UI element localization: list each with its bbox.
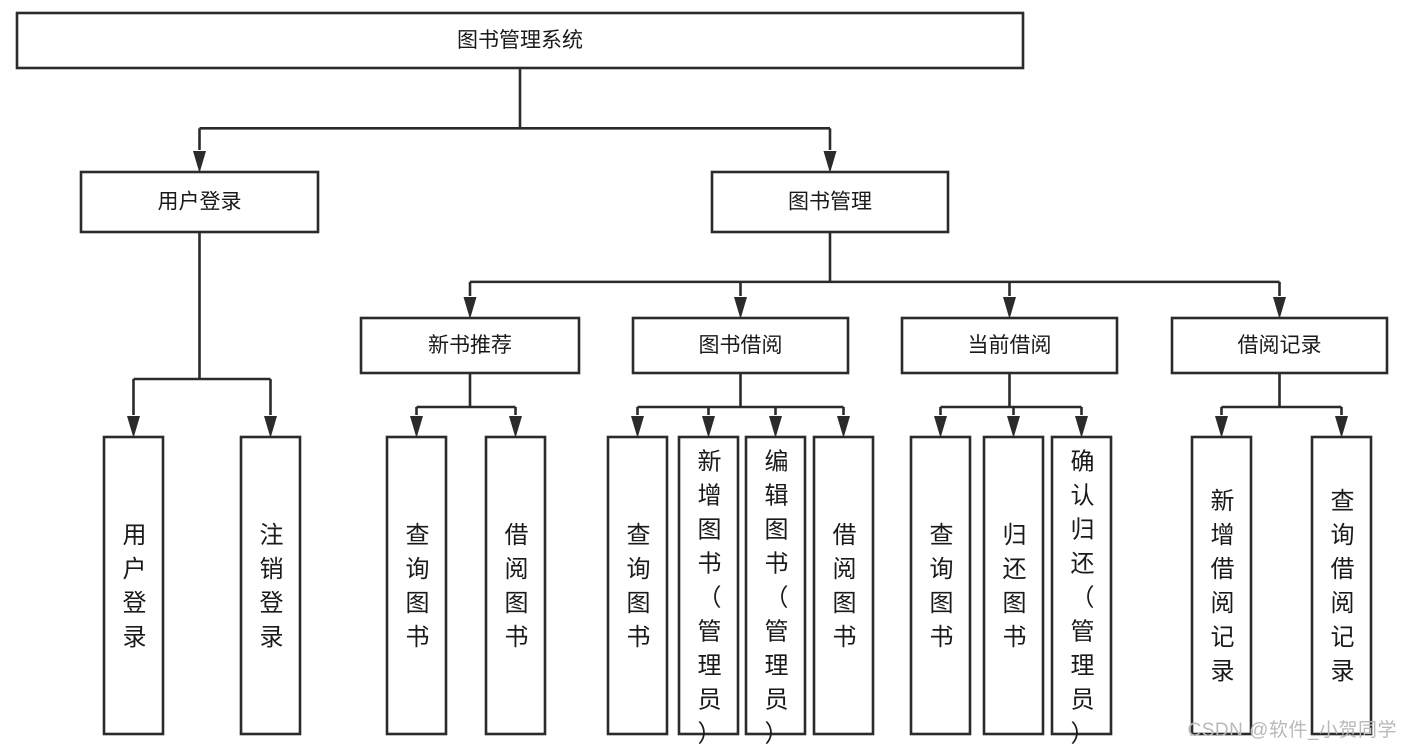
node-box-leaf-return-book bbox=[982, 435, 1045, 736]
arrow-head-icon bbox=[631, 416, 644, 438]
node-label-leaf-edit-book: 编辑图书（管理员） bbox=[765, 448, 789, 747]
node-box-user-login bbox=[79, 170, 320, 234]
node-box-book-manage bbox=[710, 170, 950, 234]
node-box-root bbox=[15, 11, 1025, 70]
edge-group-user-login bbox=[127, 232, 277, 438]
arrow-head-icon bbox=[823, 151, 837, 173]
node-leaf-query-book-3[interactable]: 查询图书 bbox=[909, 435, 972, 736]
edge-layer bbox=[127, 68, 1348, 438]
arrow-head-icon bbox=[264, 416, 277, 438]
node-borrow-record[interactable]: 借阅记录 bbox=[1170, 316, 1389, 375]
arrow-head-icon bbox=[509, 416, 522, 438]
node-label-leaf-query-book-3: 查询图书 bbox=[930, 522, 954, 651]
node-label-new-book-rec: 新书推荐 bbox=[428, 334, 512, 357]
node-leaf-user-logout[interactable]: 注销登录 bbox=[239, 435, 302, 736]
node-box-book-borrow bbox=[631, 316, 850, 375]
node-box-leaf-user-login bbox=[102, 435, 165, 736]
node-box-leaf-borrow-book-2 bbox=[812, 435, 875, 736]
node-leaf-borrow-book-2[interactable]: 借阅图书 bbox=[812, 435, 875, 736]
arrow-head-icon bbox=[837, 416, 850, 438]
node-box-new-book-rec bbox=[359, 316, 581, 375]
node-box-leaf-add-book bbox=[677, 435, 740, 736]
arrow-head-icon bbox=[127, 416, 140, 438]
arrow-head-icon bbox=[463, 297, 477, 319]
node-leaf-add-record[interactable]: 新增借阅记录 bbox=[1190, 435, 1253, 736]
arrow-head-icon bbox=[1003, 297, 1016, 319]
node-box-leaf-borrow-book-1 bbox=[484, 435, 547, 736]
node-label-leaf-borrow-book-2: 借阅图书 bbox=[833, 522, 857, 651]
arrow-head-icon bbox=[410, 416, 423, 438]
node-label-leaf-borrow-book-1: 借阅图书 bbox=[505, 522, 529, 651]
node-label-user-login: 用户登录 bbox=[158, 191, 242, 214]
edge-group-new-book-rec bbox=[410, 373, 522, 438]
node-box-leaf-query-book-3 bbox=[909, 435, 972, 736]
node-box-leaf-query-book-1 bbox=[385, 435, 448, 736]
arrow-head-icon bbox=[1273, 297, 1286, 319]
node-box-leaf-query-record bbox=[1310, 435, 1373, 736]
node-label-book-manage: 图书管理 bbox=[788, 191, 872, 214]
node-box-current-borrow bbox=[900, 316, 1119, 375]
node-user-login[interactable]: 用户登录 bbox=[79, 170, 320, 234]
node-leaf-confirm-return[interactable]: 确认归还（管理员） bbox=[1050, 435, 1113, 747]
node-label-borrow-record: 借阅记录 bbox=[1238, 334, 1322, 357]
edge-group-borrow-record bbox=[1215, 373, 1348, 438]
node-box-leaf-user-logout bbox=[239, 435, 302, 736]
node-root[interactable]: 图书管理系统 bbox=[15, 11, 1025, 70]
node-box-leaf-confirm-return bbox=[1050, 435, 1113, 736]
node-book-manage[interactable]: 图书管理 bbox=[710, 170, 950, 234]
arrow-head-icon bbox=[934, 416, 947, 438]
node-label-leaf-confirm-return: 确认归还（管理员） bbox=[1071, 448, 1095, 747]
node-label-leaf-return-book: 归还图书 bbox=[1003, 522, 1027, 651]
node-layer: 图书管理系统用户登录图书管理新书推荐图书借阅当前借阅借阅记录用户登录注销登录查询… bbox=[15, 11, 1389, 747]
arrow-head-icon bbox=[702, 416, 715, 438]
node-leaf-query-book-2[interactable]: 查询图书 bbox=[606, 435, 669, 736]
node-label-leaf-user-logout: 注销登录 bbox=[260, 522, 284, 651]
node-box-leaf-query-book-2 bbox=[606, 435, 669, 736]
edge-group-root bbox=[193, 68, 837, 173]
node-leaf-edit-book[interactable]: 编辑图书（管理员） bbox=[744, 435, 807, 747]
node-current-borrow[interactable]: 当前借阅 bbox=[900, 316, 1119, 375]
node-label-leaf-add-record: 新增借阅记录 bbox=[1211, 488, 1235, 685]
arrow-head-icon bbox=[1335, 416, 1348, 438]
node-label-leaf-query-record: 查询借阅记录 bbox=[1331, 488, 1355, 685]
node-label-leaf-query-book-2: 查询图书 bbox=[627, 522, 651, 651]
edge-group-book-manage bbox=[463, 232, 1286, 319]
node-label-leaf-user-login: 用户登录 bbox=[123, 522, 147, 651]
node-leaf-user-login[interactable]: 用户登录 bbox=[102, 435, 165, 736]
node-label-current-borrow: 当前借阅 bbox=[968, 334, 1052, 357]
node-label-book-borrow: 图书借阅 bbox=[699, 334, 783, 357]
edge-group-book-borrow bbox=[631, 373, 850, 438]
arrow-head-icon bbox=[734, 297, 747, 319]
arrow-head-icon bbox=[193, 151, 206, 173]
edge-group-current-borrow bbox=[934, 373, 1088, 438]
node-new-book-rec[interactable]: 新书推荐 bbox=[359, 316, 581, 375]
node-label-leaf-add-book: 新增图书（管理员） bbox=[698, 448, 722, 747]
node-box-borrow-record bbox=[1170, 316, 1389, 375]
node-box-leaf-add-record bbox=[1190, 435, 1253, 736]
node-label-leaf-query-book-1: 查询图书 bbox=[406, 522, 430, 651]
node-label-root: 图书管理系统 bbox=[457, 29, 583, 52]
arrow-head-icon bbox=[1215, 416, 1228, 438]
node-leaf-return-book[interactable]: 归还图书 bbox=[982, 435, 1045, 736]
node-book-borrow[interactable]: 图书借阅 bbox=[631, 316, 850, 375]
arrow-head-icon bbox=[769, 416, 782, 438]
arrow-head-icon bbox=[1007, 416, 1020, 438]
arrow-head-icon bbox=[1075, 416, 1088, 438]
node-leaf-query-record[interactable]: 查询借阅记录 bbox=[1310, 435, 1373, 736]
node-leaf-add-book[interactable]: 新增图书（管理员） bbox=[677, 435, 740, 747]
node-leaf-borrow-book-1[interactable]: 借阅图书 bbox=[484, 435, 547, 736]
node-leaf-query-book-1[interactable]: 查询图书 bbox=[385, 435, 448, 736]
node-box-leaf-edit-book bbox=[744, 435, 807, 736]
